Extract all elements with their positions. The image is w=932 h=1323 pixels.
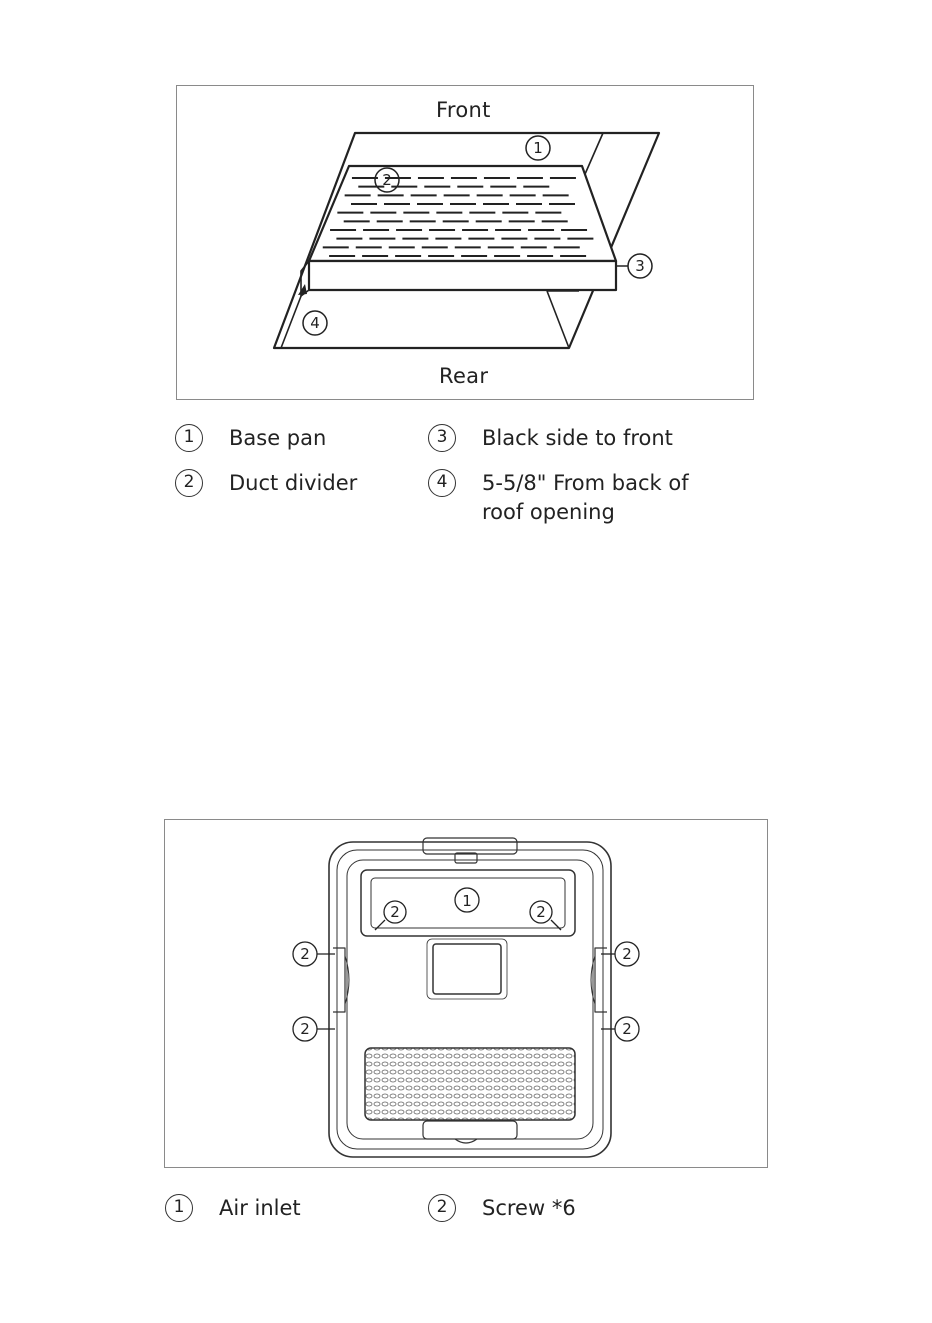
legend-number: 4 (428, 469, 456, 497)
legend-item-duct-divider: 2 Duct divider (175, 469, 357, 498)
center-panel (433, 944, 501, 994)
callout-screw: 2 (300, 1020, 310, 1038)
legend-item-distance: 4 5-5/8" From back of roof opening (428, 469, 689, 527)
legend-item-black-side: 3 Black side to front (428, 424, 673, 453)
legend-number: 3 (428, 424, 456, 452)
callout-air-inlet: 1 (462, 892, 472, 910)
legend-number: 2 (175, 469, 203, 497)
legend-item-screw: 2 Screw *6 (428, 1194, 576, 1223)
legend-text: Air inlet (219, 1194, 301, 1223)
ceiling-unit-diagram: 1 2 2 2 2 2 2 (164, 819, 768, 1168)
callout-screw: 2 (622, 1020, 632, 1038)
legend-number: 1 (175, 424, 203, 452)
legend-item-base-pan: 1 Base pan (175, 424, 326, 453)
callout-screw: 2 (390, 903, 400, 921)
legend-text: Duct divider (229, 469, 357, 498)
legend-text: Base pan (229, 424, 326, 453)
callout-3: 3 (635, 257, 645, 275)
legend-number: 1 (165, 1194, 193, 1222)
legend-text: 5-5/8" From back of roof opening (482, 469, 689, 527)
rear-label: Rear (439, 364, 488, 388)
legend-text: Screw *6 (482, 1194, 576, 1223)
callout-1: 1 (533, 139, 543, 157)
legend-item-air-inlet: 1 Air inlet (165, 1194, 301, 1223)
legend-text: Black side to front (482, 424, 673, 453)
front-label: Front (436, 98, 491, 122)
legend-number: 2 (428, 1194, 456, 1222)
callout-screw: 2 (536, 903, 546, 921)
callout-screw: 2 (622, 945, 632, 963)
duct-divider-front (309, 261, 616, 290)
return-grille (365, 1048, 575, 1120)
ceiling-unit-drawing: 1 2 2 2 2 2 2 (165, 820, 769, 1169)
callout-screw: 2 (300, 945, 310, 963)
callout-4: 4 (310, 314, 320, 332)
callout-2: 2 (382, 171, 392, 189)
duct-divider-drawing: 1 2 3 4 (177, 86, 755, 401)
duct-divider-diagram: 1 2 3 4 Front Rear (176, 85, 754, 400)
